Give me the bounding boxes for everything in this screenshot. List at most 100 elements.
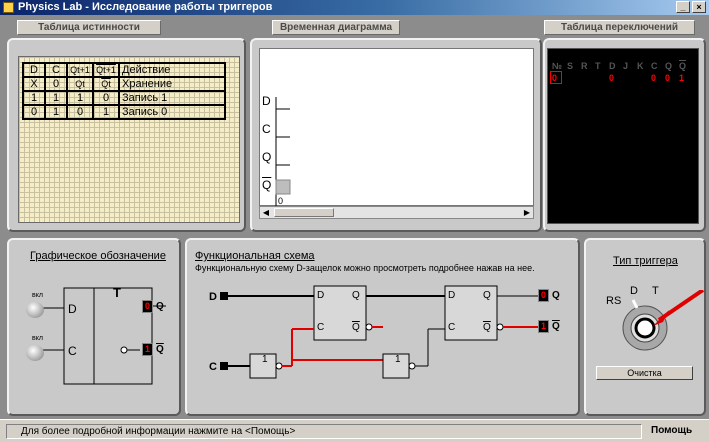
switch-header: K: [637, 61, 644, 71]
table-cell: 0: [92, 90, 120, 106]
title-bar: Physics Lab - Исследование работы тригге…: [0, 0, 709, 15]
signal-label-c: C: [262, 122, 271, 136]
switch-d-label: вкл: [32, 292, 43, 299]
table-cell: 0: [22, 104, 46, 120]
switch-c-label: вкл: [32, 335, 43, 342]
switch-value: 1: [679, 73, 685, 83]
table-cell: 1: [92, 104, 120, 120]
scroll-right-icon[interactable]: ▶: [523, 208, 531, 217]
table-cell: X: [22, 76, 46, 92]
switch-value: 0: [609, 73, 615, 83]
timing-scrollbar[interactable]: ◀ ▶: [259, 206, 534, 219]
switch-header: C: [651, 61, 658, 71]
table-cell: Qt: [66, 76, 94, 92]
latch1-qbar: Q: [352, 322, 360, 333]
tab-switch-table[interactable]: Таблица переключений: [544, 20, 695, 35]
table-row: X 0 Qt Qt Хранение: [22, 76, 226, 92]
latch2-qbar: Q: [483, 322, 491, 333]
functional-title: Функциональная схема: [195, 250, 315, 262]
signal-label-q: Q: [262, 150, 272, 164]
switch-table: № S R T D J K C Q Q 0 0 0 0 1: [547, 48, 699, 224]
table-row: 0 1 0 1 Запись 0: [22, 104, 226, 120]
functional-input-c: C: [209, 361, 217, 373]
switch-d-toggle[interactable]: [26, 302, 44, 318]
functional-description: Функциональную схему D-защелок можно про…: [195, 263, 535, 273]
timing-axes: [275, 97, 291, 207]
tab-timing-diagram[interactable]: Временная диаграмма: [272, 20, 400, 35]
signal-label-d: D: [262, 94, 271, 108]
app-icon: [3, 2, 14, 13]
switch-header: D: [609, 61, 616, 71]
switch-value: 0: [665, 73, 671, 83]
switch-header: Q: [665, 61, 673, 71]
trigger-type-rs: RS: [606, 295, 622, 307]
table-row: D C Qt+1 Qt+1 Действие: [22, 62, 226, 78]
latch1-d: D: [317, 290, 325, 301]
graphic-input-d: D: [68, 302, 77, 316]
time-zero-label: 0: [278, 196, 284, 206]
table-cell: D: [22, 62, 46, 78]
table-cell: Запись 0: [118, 104, 226, 120]
table-cell: 0: [66, 104, 94, 120]
switch-header: Q: [679, 61, 687, 71]
scroll-thumb[interactable]: [274, 208, 334, 217]
trigger-type-title: Тип триггера: [613, 255, 678, 267]
graphic-input-c: C: [68, 344, 77, 358]
latch1-q: Q: [352, 290, 360, 301]
functional-q-indicator: 0: [538, 289, 549, 302]
table-cell: 1: [44, 90, 68, 106]
functional-qbar-indicator: 1: [538, 320, 549, 333]
table-cell: 1: [44, 104, 68, 120]
table-cell: Qt+1: [66, 62, 94, 78]
table-row: 1 1 1 0 Запись 1: [22, 90, 226, 106]
timing-diagram: D C Q Q 0: [259, 48, 534, 207]
truth-table: D C Qt+1 Qt+1 Действие X 0 Qt Qt Хранени…: [22, 62, 226, 120]
graphic-out-qbar: Q: [156, 344, 164, 355]
graphic-type-letter: T: [113, 285, 121, 300]
table-cell: Qt+1: [92, 62, 120, 78]
switch-value: 0: [651, 73, 657, 83]
switch-header: R: [581, 61, 588, 71]
table-cell: Qt: [92, 76, 120, 92]
help-button[interactable]: Помощь: [651, 425, 693, 436]
minimize-button[interactable]: _: [676, 1, 690, 13]
table-cell: C: [44, 62, 68, 78]
switch-c-toggle[interactable]: [26, 345, 44, 361]
graphic-title: Графическое обозначение: [30, 250, 166, 262]
switch-selected-cell: [550, 71, 562, 84]
table-cell: Действие: [118, 62, 226, 78]
table-cell: 0: [44, 76, 68, 92]
functional-out-qbar: Q: [552, 321, 560, 332]
switch-header: J: [623, 61, 629, 71]
trigger-type-d: D: [630, 285, 638, 297]
functional-out-q: Q: [552, 290, 560, 301]
graphic-q-indicator: 0: [142, 300, 153, 313]
trigger-type-knob[interactable]: [615, 290, 705, 360]
scroll-left-icon[interactable]: ◀: [262, 208, 270, 217]
table-cell: Запись 1: [118, 90, 226, 106]
status-message: Для более подробной информации нажмите н…: [6, 424, 642, 439]
graphic-qbar-indicator: 1: [142, 343, 153, 356]
functional-scheme-diagram[interactable]: [200, 280, 560, 390]
trigger-type-t: T: [652, 285, 659, 297]
latch2-q: Q: [483, 290, 491, 301]
latch1-c: C: [317, 322, 325, 333]
not-gate-label: 1: [262, 354, 268, 365]
table-cell: 1: [66, 90, 94, 106]
switch-header: T: [595, 61, 601, 71]
switch-value: 0: [552, 73, 558, 83]
status-bar: Для более подробной информации нажмите н…: [0, 419, 709, 442]
signal-label-qbar: Q: [262, 178, 272, 192]
table-cell: 1: [22, 90, 46, 106]
table-cell: Хранение: [118, 76, 226, 92]
latch2-d: D: [448, 290, 456, 301]
switch-header: №: [552, 61, 563, 71]
close-button[interactable]: ×: [692, 1, 706, 13]
tab-truth-table[interactable]: Таблица истинности: [17, 20, 161, 35]
window-title: Physics Lab - Исследование работы тригге…: [18, 1, 273, 13]
not-gate-label: 1: [395, 354, 401, 365]
functional-input-d: D: [209, 291, 217, 303]
clear-button[interactable]: Очистка: [596, 366, 693, 380]
latch2-c: C: [448, 322, 456, 333]
switch-header: S: [567, 61, 574, 71]
